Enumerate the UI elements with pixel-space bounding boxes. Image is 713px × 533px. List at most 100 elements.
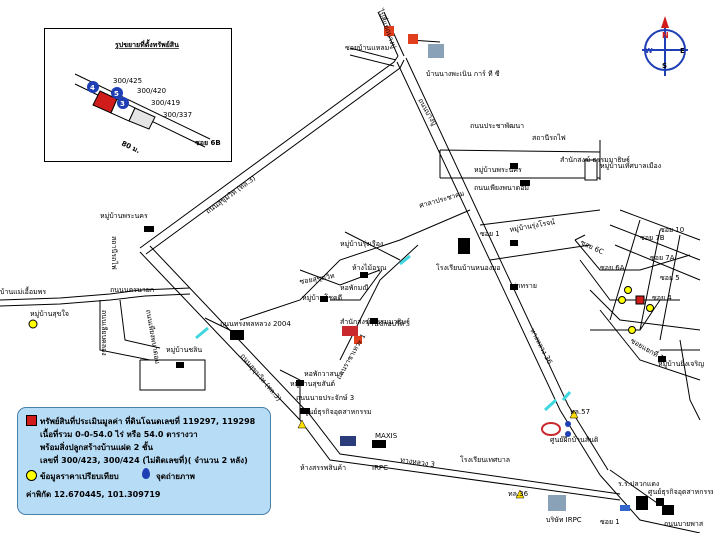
map-label: ถนนทรงพลหลวง 2004 <box>220 320 291 328</box>
compass-rose: N S E W <box>636 12 694 80</box>
map-label: หมู่บ้านเทศบาลเมือง <box>600 162 661 170</box>
map-label: หมู่บ้านชลิน <box>166 346 202 354</box>
inset-map: รูปขยายที่ตั้งทรัพย์สิน 4 5 3 300/425 30… <box>44 28 232 162</box>
photo-direction-marks <box>195 254 572 412</box>
warning-icon <box>569 409 579 419</box>
toyota-logo-icon <box>541 422 561 436</box>
map-label: ศูนย์ธุรกิจอุตสาหกรรม <box>648 488 713 496</box>
factory-icon <box>428 44 444 58</box>
map-label: หมู่บ้านสุขสันต์ <box>290 380 336 388</box>
inset-photo-marker <box>87 81 99 93</box>
warning-icon <box>297 419 307 429</box>
map-label: โรงเรียนบ้านหนองยอ <box>436 263 500 272</box>
map-label: โรงเรียนเทศบาล <box>460 455 510 464</box>
school-icon <box>656 498 664 506</box>
map-label: ร้านซักอบรีด <box>366 320 404 328</box>
compass-icon: N S E W <box>642 16 688 76</box>
school-icon <box>636 496 648 510</box>
legend-line-3: พร้อมสิ่งปลูกสร้างบ้านแฝด 2 ชั้น <box>40 443 153 452</box>
map-label: บ้านแม่เอื้อมพร <box>0 285 46 296</box>
map-label: ซอย 7A <box>650 254 675 262</box>
inset-soi: ซอย 6B <box>195 139 221 147</box>
map-label: สำนักสงฆ์ ธรรมมาธิษฐ์ <box>340 318 410 326</box>
map-label: หมู่บ้านยิ่งเจริญ <box>658 359 704 368</box>
map-label: หมู่บ้านรุ่งโรจน์ <box>509 217 556 234</box>
building-icon <box>176 362 184 368</box>
landmark-icons <box>144 26 674 515</box>
comparable-marker <box>628 326 636 334</box>
irpc-icon <box>340 436 356 446</box>
building-icon <box>510 163 518 169</box>
comparable-marker <box>28 319 38 329</box>
map-label: สถานีรถไฟ <box>110 236 119 270</box>
map-label: IRPC <box>372 464 388 472</box>
map-label: ถนนเพียงพนาดอม <box>144 309 161 365</box>
legend-line-1: ทรัพย์สินที่ประเมินมูลค่า ที่ดินโฉนดเลขท… <box>40 417 256 426</box>
flag-icon <box>620 505 630 511</box>
map-label: ซอย 10 <box>660 226 684 234</box>
map-label: ศูนย์ธุรกิจอุตสาหกรรม <box>304 408 372 416</box>
legend-line-4: เลขที่ 300/423, 300/424 (ไม่ติดเลขที่)( … <box>40 456 248 465</box>
map-label: ซอย 1 <box>480 230 500 238</box>
photo-legend-icon <box>142 468 150 479</box>
map-label: ถนนนครนายก <box>110 286 154 294</box>
map-label: สำนักสงฆ์ ธรรมมาธิษฐ์ <box>560 156 630 164</box>
building-icon <box>510 240 518 246</box>
seven-eleven-icon <box>408 34 418 44</box>
building-icon <box>360 272 368 278</box>
map-label: ถนนเพียงพนาดอม <box>474 184 529 192</box>
map-label: หอพักมณี <box>340 284 369 292</box>
map-label: ทางหลวง 3 <box>400 456 436 469</box>
map-label: หมู่บ้านพระนคร <box>474 166 522 174</box>
map-label: ซอย 5 <box>660 274 680 282</box>
map-label: บริษัท IRPC <box>546 516 582 524</box>
map-label: ร.ร.ปลวกแดง <box>618 480 659 488</box>
building-icon <box>658 356 666 362</box>
map-label: ทล.57 <box>570 408 590 416</box>
inset-photo-marker <box>111 87 123 99</box>
compass-s: S <box>662 62 667 70</box>
map-label: ศูนย์ฝึกบ้านสันติ <box>550 435 599 444</box>
building-icon <box>320 296 328 302</box>
building-icon <box>662 505 674 515</box>
map-label: ท่าทราย <box>512 282 537 290</box>
map-label: ทางหลวง 36 <box>528 327 554 366</box>
compass-w: W <box>645 47 653 55</box>
map-label: MAXIS <box>375 432 398 440</box>
comparable-legend-icon <box>26 470 37 481</box>
map-label: หมู่บ้านโชคดี <box>302 293 342 302</box>
building-icon <box>144 226 154 232</box>
school-icon <box>458 238 470 254</box>
building-icon <box>230 330 244 340</box>
map-label: ซอย 1 <box>600 518 620 526</box>
comparable-marker <box>624 286 632 294</box>
legend-line-2: เนื้อที่รวม 0-0-54.0 ไร่ หรือ 54.0 ตาราง… <box>40 430 198 439</box>
building-icon <box>510 284 518 290</box>
map-label: ถนนบายพาส <box>664 520 704 528</box>
map-label: บ้านนางพะเนิน การ์ ที ซี <box>426 70 500 78</box>
photo-marker <box>565 431 571 437</box>
map-label: ซอย 6A <box>600 264 625 272</box>
temple-icon <box>342 326 358 336</box>
inset-drawing: รูปขยายที่ตั้งทรัพย์สิน 4 5 3 300/425 30… <box>74 38 221 155</box>
map-label: หมู่บ้านพระนคร <box>100 212 148 220</box>
building-icon <box>300 408 310 414</box>
tower-icon <box>584 159 598 181</box>
inset-marker-label: 4 <box>90 84 95 92</box>
legend-photo: จุดถ่ายภาพ <box>156 472 195 481</box>
inset-marker-label: 5 <box>114 90 119 98</box>
inset-distance: 80 ม. <box>120 140 141 155</box>
map-label: หมู่บ้านสุขใจ <box>30 309 69 318</box>
photo-marker <box>565 421 571 427</box>
map-label: ซอย 6C <box>579 239 605 257</box>
map-label: หอพักวาสนา <box>304 370 343 378</box>
seven-eleven-icon <box>384 26 394 36</box>
warning-icon <box>515 489 525 499</box>
inset-parcel: 300/419 <box>151 99 180 107</box>
building-icon <box>296 380 304 386</box>
map-label: สถานีรถไฟ <box>532 133 566 142</box>
compass-e: E <box>680 47 685 55</box>
map-label: ซอยบ้านแหลม <box>345 44 389 52</box>
inset-parcel: 300/337 <box>163 111 192 119</box>
